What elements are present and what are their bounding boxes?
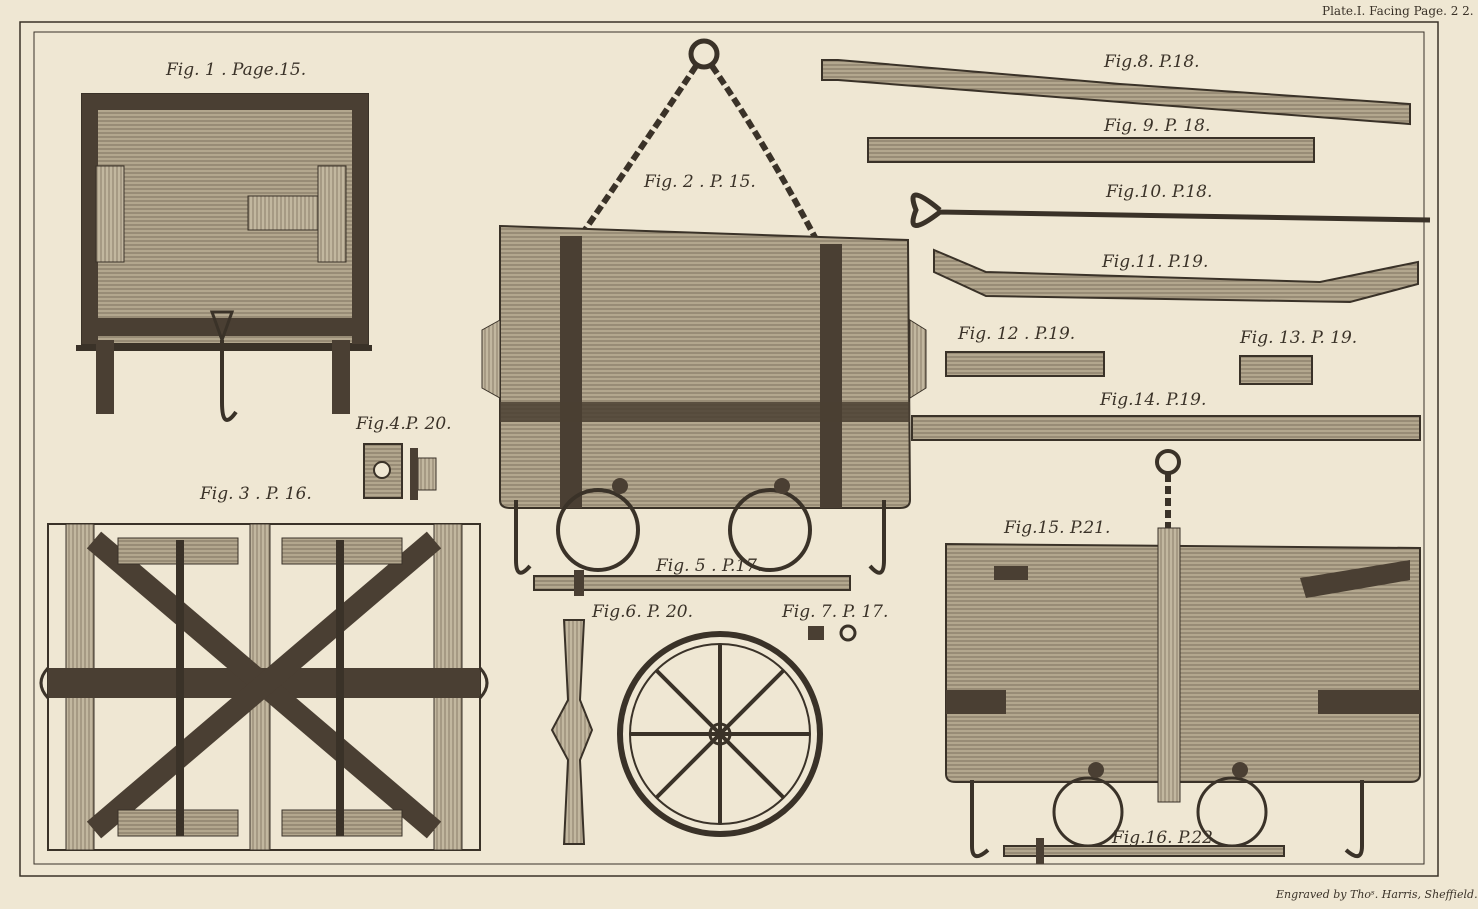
fig10-label: Fig.10. P.18. bbox=[1106, 182, 1213, 202]
fig6-label: Fig.6. P. 20. bbox=[592, 602, 693, 622]
fig15-label: Fig.15. P.21. bbox=[1004, 518, 1111, 538]
fig4-drawing bbox=[363, 443, 437, 500]
fig2-drawing bbox=[481, 38, 927, 575]
fig7-drawing bbox=[808, 624, 857, 642]
fig1-drawing bbox=[76, 93, 372, 422]
outer-border bbox=[19, 21, 1439, 877]
fig13-label: Fig. 13. P. 19. bbox=[1240, 328, 1358, 348]
fig12-label: Fig. 12 . P.19. bbox=[958, 324, 1076, 344]
fig3-label: Fig. 3 . P. 16. bbox=[200, 484, 312, 504]
fig16-drawing bbox=[1003, 838, 1285, 864]
fig15-drawing bbox=[945, 449, 1421, 858]
fig2-label: Fig. 2 . P. 15. bbox=[644, 172, 756, 192]
fig6-drawing bbox=[550, 619, 594, 845]
fig11-label: Fig.11. P.19. bbox=[1102, 252, 1209, 272]
wheel-drawing bbox=[617, 631, 823, 837]
fig7-label: Fig. 7. P. 17. bbox=[782, 602, 889, 622]
inner-border bbox=[33, 31, 1425, 865]
fig9-label: Fig. 9. P. 18. bbox=[1104, 116, 1211, 136]
fig5-drawing bbox=[533, 570, 851, 596]
fig16-label: Fig.16. P.22. bbox=[1112, 828, 1219, 848]
fig4-label: Fig.4.P. 20. bbox=[356, 414, 452, 434]
fig14-label: Fig.14. P.19. bbox=[1100, 390, 1207, 410]
strap-drawings bbox=[821, 59, 1431, 441]
fig8-label: Fig.8. P.18. bbox=[1104, 52, 1200, 72]
plate-reference: Plate.I. Facing Page. 2 2. bbox=[1322, 4, 1474, 18]
fig3-drawing bbox=[39, 523, 489, 851]
fig5-label: Fig. 5 . P.17. bbox=[656, 556, 763, 576]
engraver-credit: Engraved by Thoˢ. Harris, Sheffield. bbox=[1276, 888, 1478, 901]
fig1-label: Fig. 1 . Page.15. bbox=[166, 60, 307, 80]
